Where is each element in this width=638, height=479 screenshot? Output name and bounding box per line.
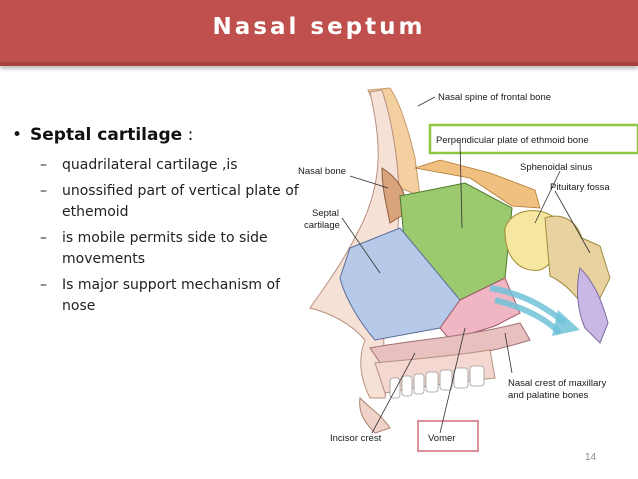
label-nasal-crest: Nasal crest of maxillary xyxy=(508,378,606,389)
sub-bullet: –is mobile permits side to side movement… xyxy=(12,228,312,270)
bullet-dash: – xyxy=(40,230,47,246)
label-incisor-crest: Incisor crest xyxy=(330,433,382,444)
teeth xyxy=(389,365,485,399)
sub-bullet-text: Is major support mechanism of nose xyxy=(62,277,280,314)
text-content: •Septal cartilage : –quadrilateral carti… xyxy=(12,125,312,322)
leader-lines xyxy=(341,96,591,434)
label-nasal-crest-2: and palatine bones xyxy=(508,390,589,401)
label-septal-cartilage-2: cartilage xyxy=(304,220,340,231)
perpendicular-plate-highlight xyxy=(428,123,638,155)
sub-bullet: –quadrilateral cartilage ,is xyxy=(12,155,312,176)
sub-bullet: –Is major support mechanism of nose xyxy=(12,275,312,317)
sub-bullet-text: is mobile permits side to side movements xyxy=(62,230,268,267)
label-septal-cartilage: Septal xyxy=(312,208,339,219)
main-term: Septal cartilage xyxy=(30,125,183,145)
pituitary-fossa xyxy=(577,267,609,344)
vomer-highlight xyxy=(417,420,479,452)
label-nasal-bone: Nasal bone xyxy=(298,166,346,177)
title-bar: Nasal septum xyxy=(0,0,638,66)
arrow-head xyxy=(552,310,580,336)
main-bullet: • Septal cartilage : xyxy=(12,125,312,145)
bullet-dash: – xyxy=(40,157,47,173)
sub-bullet: –unossified part of vertical plate of et… xyxy=(12,181,312,223)
nasal-septum-diagram: Nasal spine of frontal bone Perpendicula… xyxy=(298,87,638,452)
label-nasal-spine: Nasal spine of frontal bone xyxy=(438,92,551,103)
main-suffix: : xyxy=(182,125,194,145)
sub-bullet-text: unossified part of vertical plate of eth… xyxy=(62,183,299,220)
label-vomer: Vomer xyxy=(428,433,455,444)
label-perpendicular-plate: Perpendicular plate of ethmoid bone xyxy=(436,135,589,146)
ethmoid-upper xyxy=(414,159,541,209)
slide-title: Nasal septum xyxy=(212,14,426,40)
bullet-dash: – xyxy=(40,277,47,293)
label-sphenoidal-sinus: Sphenoidal sinus xyxy=(520,162,593,173)
lip xyxy=(359,396,391,434)
sub-bullet-text: quadrilateral cartilage ,is xyxy=(62,157,238,173)
label-pituitary-fossa: Pituitary fossa xyxy=(550,182,610,193)
bullet-dash: – xyxy=(40,183,47,199)
bullet-dot: • xyxy=(12,125,23,145)
page-number: 14 xyxy=(585,452,597,463)
nasal-bone xyxy=(381,167,407,224)
